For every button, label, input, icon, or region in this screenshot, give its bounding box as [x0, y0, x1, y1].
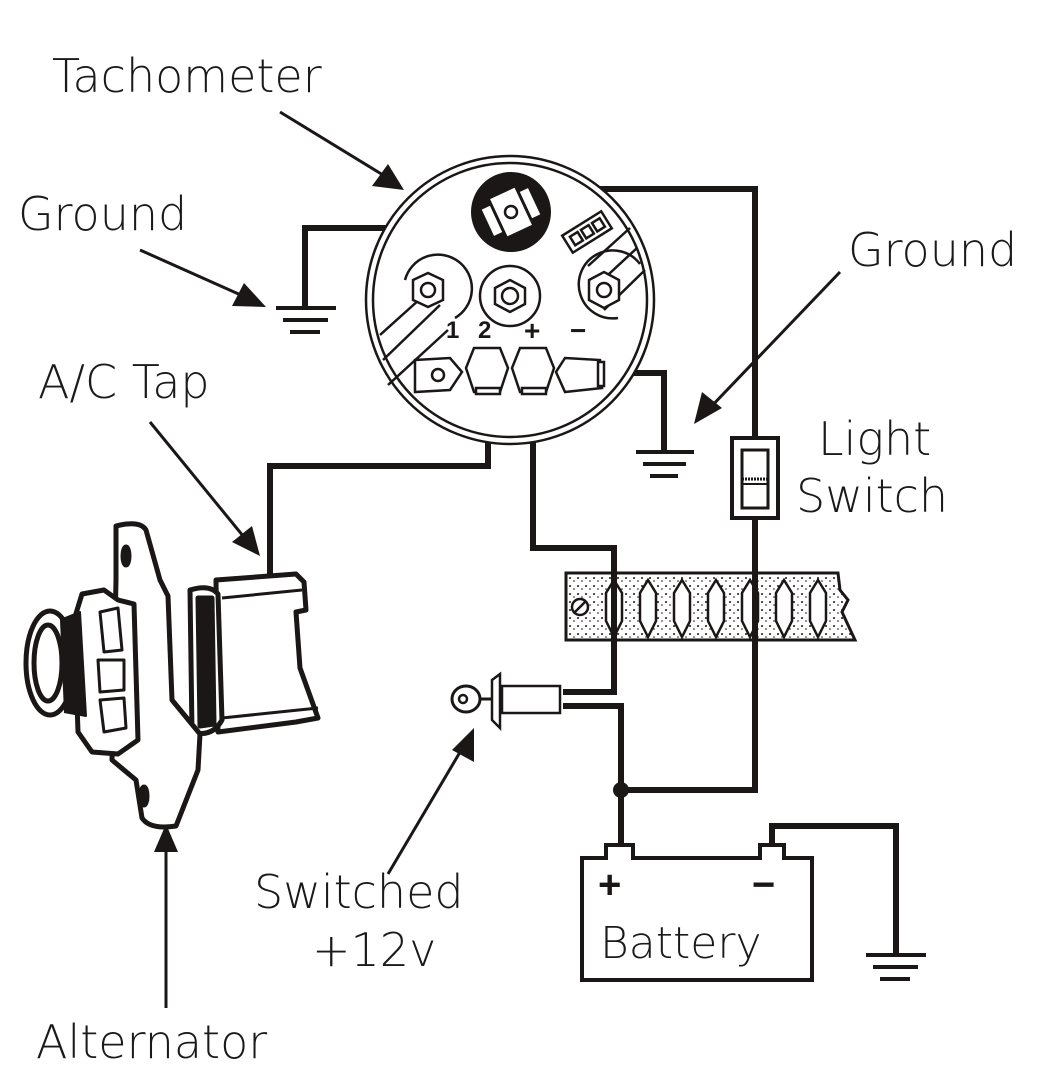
wire-battery-ground	[769, 823, 899, 955]
tachometer-arrow	[279, 110, 404, 190]
ground-right-arrow	[694, 270, 842, 424]
fuse-7	[808, 577, 828, 640]
alternator-label: Alternator	[36, 1015, 267, 1069]
stud-center-icon	[478, 264, 542, 328]
battery-plus-label: +	[598, 863, 621, 907]
switched-label-line1: Switched	[254, 865, 464, 919]
terminal-1-label: 1	[446, 317, 459, 344]
ac-tap-label: A/C Tap	[38, 355, 210, 409]
light-switch-label-line1: Light	[818, 412, 931, 466]
terminal-plus-connector[interactable]	[510, 346, 556, 396]
alternator-icon	[23, 521, 321, 830]
indicator-icon	[560, 209, 614, 255]
terminal-1-connector[interactable]	[413, 356, 464, 394]
wire-light-switch-battery	[618, 515, 758, 793]
ground-right-icon	[636, 450, 694, 478]
ground-right-label: Ground	[848, 223, 1017, 277]
ignition-switch-icon[interactable]	[450, 671, 562, 732]
junction-dot	[613, 782, 629, 798]
wire-lamp-light-switch	[533, 186, 758, 437]
ground-left-arrow	[139, 248, 266, 307]
terminal-minus-label: −	[570, 315, 586, 346]
battery-icon: + − Battery	[580, 843, 814, 982]
battery-minus-label: −	[752, 863, 775, 907]
fuse-4	[706, 577, 726, 640]
wire-plus-ignition	[530, 389, 617, 695]
light-switch-label-line2: Switch	[796, 469, 948, 523]
terminal-minus-connector[interactable]	[554, 356, 606, 394]
switched-arrow	[386, 728, 474, 875]
fuse-3	[672, 577, 692, 640]
ground-left-label: Ground	[18, 187, 187, 241]
switched-label-line2: +12v	[312, 923, 436, 977]
tachometer-label: Tachometer	[52, 49, 322, 103]
wire-ignition-battery	[563, 703, 624, 853]
fuse-block-icon	[564, 560, 858, 660]
terminal-2-label: 2	[478, 317, 491, 344]
stud-right-icon	[577, 249, 641, 320]
battery-label: Battery	[600, 918, 761, 969]
ground-left-icon	[276, 306, 336, 334]
alternator-arrow	[154, 824, 178, 1008]
terminal-plus-label: +	[524, 315, 540, 346]
tachometer-body: 1 2 + −	[364, 154, 656, 446]
ac-tap-arrow	[148, 421, 260, 556]
ground-battery-icon	[866, 953, 926, 981]
light-switch-icon[interactable]	[730, 436, 780, 520]
fuse-6	[774, 577, 794, 640]
fuse-2	[638, 577, 658, 640]
stud-left-icon	[403, 253, 474, 320]
terminal-2-connector[interactable]	[464, 346, 510, 396]
lamp-socket-icon	[471, 172, 551, 252]
